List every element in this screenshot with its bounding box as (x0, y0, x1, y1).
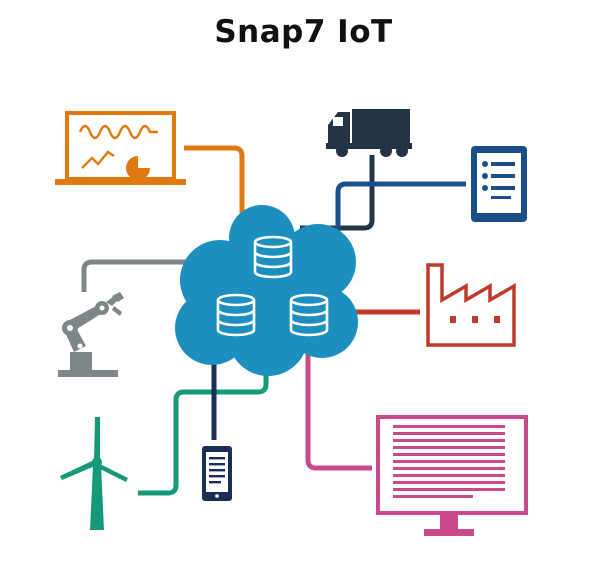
page-title: Snap7 IoT (214, 14, 393, 50)
connector-truck (300, 155, 375, 231)
connector-laptop (184, 145, 245, 232)
database-icon (216, 293, 256, 337)
laptop-analytics-icon (55, 111, 186, 185)
delivery-truck-icon (326, 109, 412, 157)
database-icon (253, 235, 293, 279)
robot-arm-icon (58, 292, 124, 377)
monitor-document-icon (376, 415, 528, 536)
factory-icon (426, 263, 516, 347)
cloud-database-icon (175, 205, 358, 376)
tablet-icon (471, 146, 527, 222)
connector-turbine (138, 340, 269, 496)
database-icon (289, 293, 329, 337)
connector-tablet (335, 181, 466, 245)
smartphone-icon (202, 446, 232, 501)
connector-robot (81, 259, 196, 292)
connector-monitor (305, 345, 372, 471)
wind-turbine-icon (60, 417, 128, 530)
